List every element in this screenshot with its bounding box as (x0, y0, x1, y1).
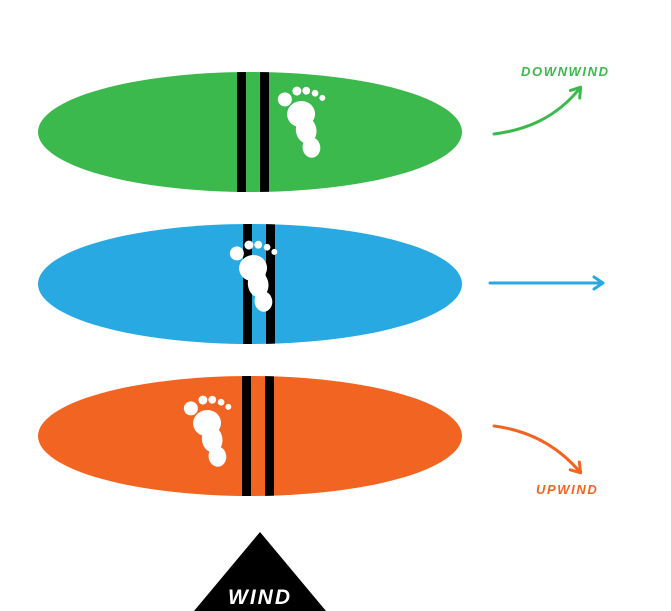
board-shape-green (38, 72, 462, 192)
downwind-label: DOWNWIND (521, 64, 610, 79)
downwind-arrow-icon (492, 85, 583, 136)
neutral-board (38, 224, 462, 344)
downwind-arrow-path (492, 85, 583, 136)
stringer-stripe (243, 224, 252, 344)
wind-triangle (194, 532, 326, 611)
wind-indicator: WIND (194, 532, 326, 611)
crosswind-arrow-icon (488, 275, 605, 291)
stringer-stripe (265, 376, 274, 496)
upwind-board (38, 376, 462, 496)
upwind-arrow-icon (492, 424, 583, 475)
wind-label: WIND (228, 586, 292, 609)
downwind-board (38, 72, 462, 192)
stringer-stripe (260, 72, 269, 192)
upwind-label: UPWIND (536, 482, 599, 497)
stringer-stripe (237, 72, 246, 192)
stringer-stripe (242, 376, 251, 496)
stringer-stripe (266, 224, 275, 344)
upwind-arrow-path (492, 424, 583, 475)
